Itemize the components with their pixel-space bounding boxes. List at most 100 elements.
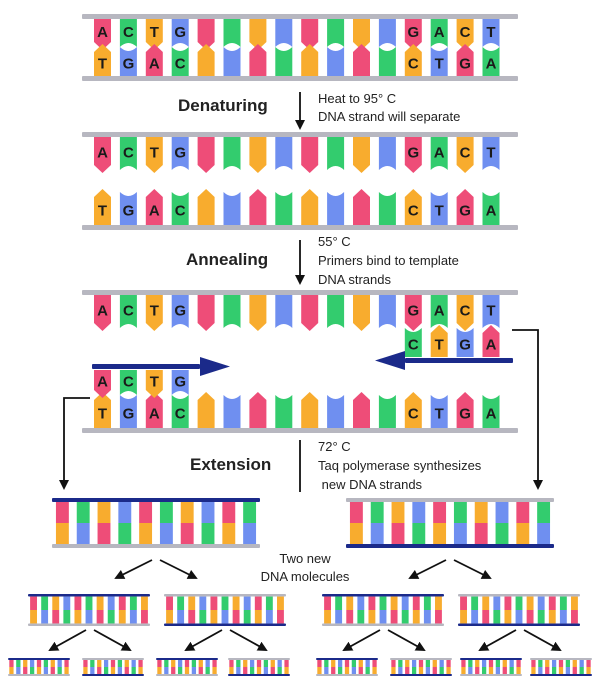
base-pair-top — [50, 660, 55, 667]
nucleotide-letter: T — [435, 203, 444, 220]
base-pair-bottom — [551, 667, 557, 674]
nucleotide-letter: A — [149, 56, 160, 73]
base-pair-bottom — [504, 610, 512, 624]
base-pair-top — [96, 596, 104, 610]
base-pair-bottom — [432, 667, 437, 674]
base-pair-bottom — [117, 667, 123, 674]
base-pair-bottom — [324, 667, 329, 674]
base-pair-bottom — [351, 667, 357, 674]
molecule-backbone-bottom — [228, 674, 290, 676]
base-pair-top — [482, 596, 490, 610]
base-pair-bottom — [199, 610, 207, 624]
base-pair-bottom — [324, 610, 331, 624]
base-pair-top — [324, 660, 329, 667]
base-pair-top — [435, 596, 442, 610]
base-pair-top — [551, 660, 557, 667]
step-label-annealing: Annealing — [186, 250, 268, 269]
base-pair-bottom — [537, 523, 551, 544]
nucleotide-g — [223, 47, 241, 76]
base-pair-top — [391, 502, 405, 523]
nucleotide-letter: C — [460, 145, 471, 162]
nucleotide-t — [249, 137, 267, 173]
base-pair-bottom — [337, 667, 343, 674]
nucleotide-g — [119, 395, 137, 428]
nucleotide-t — [301, 189, 319, 225]
nucleotide-c — [378, 395, 396, 428]
base-pair-top — [90, 660, 95, 667]
base-pair-top — [9, 660, 14, 667]
nucleotide-letter: T — [98, 56, 107, 73]
base-pair-bottom — [391, 667, 396, 674]
base-pair-top — [331, 660, 336, 667]
base-pair-top — [405, 660, 410, 667]
base-pair-top — [365, 660, 370, 667]
nucleotide-letter: T — [150, 303, 159, 320]
base-pair-bottom — [526, 610, 534, 624]
base-pair-bottom — [198, 667, 203, 674]
molecule-backbone-bottom — [530, 674, 592, 676]
base-pair-bottom — [277, 667, 282, 674]
molecule-backbone-bottom — [460, 674, 522, 676]
base-pair-top — [159, 502, 173, 523]
base-pair-bottom — [460, 610, 467, 624]
base-pair-bottom — [317, 667, 322, 674]
base-pair-top — [63, 596, 71, 610]
base-pair-bottom — [30, 610, 37, 624]
nucleotide-a — [301, 295, 319, 331]
base-pair-bottom — [232, 610, 240, 624]
dna-molecule-gen2-2 — [164, 594, 286, 626]
dna-molecule-copy-left — [52, 498, 260, 548]
nucleotide-g — [327, 192, 345, 225]
extension-direction-arrow-left — [375, 351, 405, 370]
base-pair-bottom — [475, 667, 480, 674]
base-pair-top — [236, 660, 241, 667]
nucleotide-a — [145, 392, 163, 428]
base-pair-top — [129, 596, 137, 610]
arrow-split-10 — [387, 629, 426, 651]
base-pair-bottom — [439, 667, 444, 674]
base-pair-top — [118, 502, 132, 523]
molecule-backbone-bottom — [82, 674, 144, 676]
nucleotide-a — [249, 189, 267, 225]
base-pair-top — [85, 596, 93, 610]
base-pair-bottom — [331, 667, 336, 674]
nucleotide-c — [275, 47, 293, 76]
base-pair-top — [412, 502, 426, 523]
molecule-backbone-bottom — [346, 544, 554, 548]
base-pair-bottom — [16, 667, 21, 674]
nucleotide-g — [327, 395, 345, 428]
base-pair-top — [177, 660, 183, 667]
base-pair-top — [475, 660, 480, 667]
base-pair-bottom — [423, 610, 431, 624]
dna-molecule-gen3-8 — [530, 658, 592, 676]
nucleotide-c — [119, 295, 137, 328]
nucleotide-a — [145, 189, 163, 225]
base-pair-bottom — [57, 667, 62, 674]
molecule-backbone-bottom — [316, 674, 378, 676]
nucleotide-g — [275, 295, 293, 328]
base-pair-top — [52, 596, 60, 610]
nucleotide-a — [404, 137, 422, 173]
nucleotide-a — [456, 392, 474, 428]
base-pair-bottom — [538, 667, 543, 674]
base-pair-top — [97, 660, 102, 667]
base-pair-top — [468, 660, 473, 667]
nucleotide-c — [378, 192, 396, 225]
base-pair-top — [166, 596, 173, 610]
base-pair-bottom — [129, 610, 137, 624]
base-pair-bottom — [471, 610, 479, 624]
nucleotide-a — [197, 295, 215, 331]
backbone-bottom — [82, 225, 518, 230]
arrow-split-2 — [159, 559, 198, 579]
nucleotide-c — [327, 19, 345, 47]
base-pair-top — [391, 660, 396, 667]
nucleotide-t — [353, 137, 370, 173]
base-pair-top — [453, 502, 467, 523]
nucleotide-t — [404, 44, 422, 76]
base-pair-bottom — [357, 610, 365, 624]
base-pair-top — [55, 502, 69, 523]
base-pair-bottom — [531, 667, 536, 674]
base-pair-bottom — [453, 523, 467, 544]
base-pair-top — [390, 596, 398, 610]
base-pair-bottom — [96, 610, 104, 624]
